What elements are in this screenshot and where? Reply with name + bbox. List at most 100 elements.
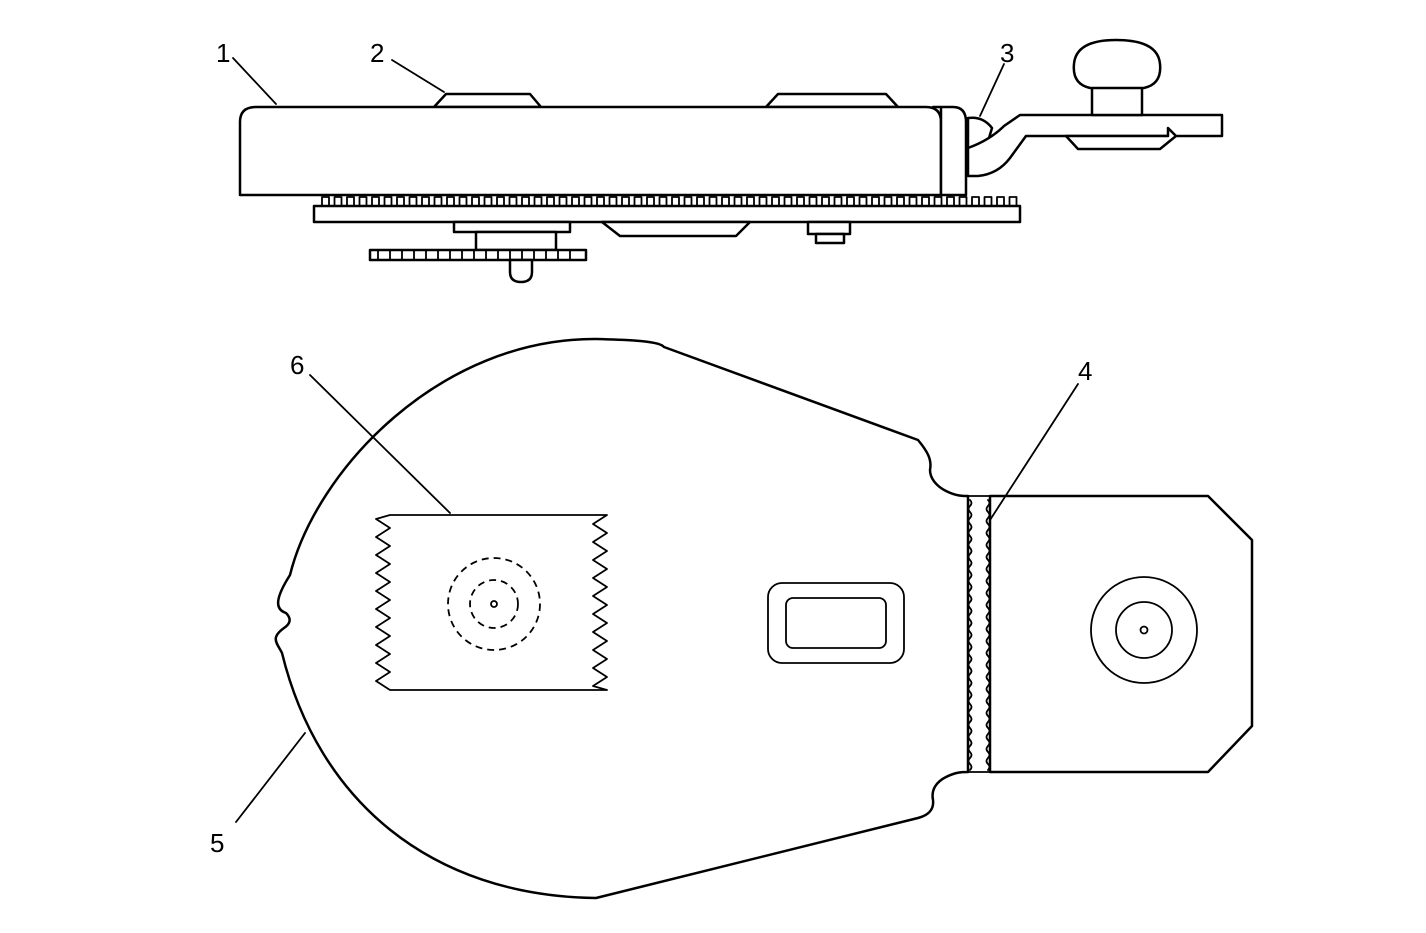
gear-tooth: [546, 196, 555, 207]
gear-tooth: [946, 196, 955, 207]
gear-tooth: [908, 196, 918, 207]
gear-tooth: [846, 196, 855, 207]
gear-tooth: [421, 196, 430, 207]
gear-tooth: [983, 196, 993, 207]
gear-tooth: [471, 196, 480, 207]
gear-tooth: [933, 196, 943, 207]
gear-tooth: [996, 196, 1005, 207]
gear-tooth: [596, 196, 605, 207]
gear-tooth: [633, 196, 643, 207]
gear-tooth: [821, 196, 830, 207]
shaft-center-dot: [490, 600, 498, 608]
leader-line-1: [232, 57, 277, 105]
gear-tooth: [921, 196, 930, 207]
bracket-bolt-inner-ring: [1115, 601, 1173, 659]
callout-2: 2: [370, 38, 384, 68]
leader-line-3: [979, 63, 1005, 117]
gear-tooth: [783, 196, 793, 207]
lower-gear-plate: [368, 248, 588, 262]
gear-tooth: [358, 196, 368, 207]
serrated-patch: [375, 514, 608, 691]
lower-gear-teeth: [377, 249, 571, 261]
gear-tooth: [871, 196, 880, 207]
callout-3: 3: [1000, 38, 1014, 68]
gear-tooth: [1008, 196, 1018, 207]
gear-tooth: [883, 196, 893, 207]
gear-tooth: [346, 196, 355, 207]
mounting-bracket-plate: [988, 494, 1254, 774]
gear-tooth: [396, 196, 405, 207]
gear-tooth: [696, 196, 705, 207]
gear-tooth: [608, 196, 618, 207]
small-boss-right-cap: [814, 232, 846, 245]
leader-line-5: [235, 732, 306, 823]
drive-collar: [452, 220, 572, 234]
top-pad-right: [764, 92, 900, 109]
gear-tooth: [483, 196, 493, 207]
gear-tooth: [371, 196, 380, 207]
drive-hub: [474, 230, 558, 252]
bracket-bolt-center: [1139, 625, 1149, 635]
gear-tooth: [758, 196, 768, 207]
callout-6: 6: [290, 350, 304, 380]
gear-tooth: [771, 196, 780, 207]
gear-tooth: [733, 196, 743, 207]
bracket-bolt-outer-ring: [1090, 576, 1198, 684]
gear-tooth: [808, 196, 818, 207]
gear-tooth: [571, 196, 580, 207]
gear-tooth: [321, 196, 330, 207]
gear-tooth: [958, 196, 968, 207]
gear-tooth: [721, 196, 730, 207]
hidden-shaft-inner: [469, 579, 519, 629]
gear-tooth: [971, 196, 980, 207]
gear-plate-long: [312, 204, 1022, 224]
weld-bead-left: [967, 499, 973, 771]
gear-tooth: [683, 196, 693, 207]
gear-tooth: [646, 196, 655, 207]
gear-tooth: [796, 196, 805, 207]
callout-1: 1: [216, 38, 230, 68]
small-boss-right: [806, 220, 852, 236]
gear-tooth: [858, 196, 868, 207]
plan-view: [274, 337, 1254, 900]
gear-tooth: [458, 196, 468, 207]
gear-tooth: [558, 196, 568, 207]
hidden-shaft-outer: [447, 557, 541, 651]
housing-outline: [274, 337, 970, 900]
gear-tooth: [833, 196, 843, 207]
leader-line-2: [391, 59, 445, 93]
gear-tooth: [533, 196, 543, 207]
gear-tooth: [621, 196, 630, 207]
drive-stud-tip: [508, 258, 534, 284]
bracket-weld-nub: [1064, 126, 1178, 151]
gear-tooth: [896, 196, 905, 207]
center-hub-step: [600, 220, 752, 238]
gear-tooth: [671, 196, 680, 207]
housing-body: [238, 105, 943, 197]
top-pad-left: [432, 92, 543, 109]
callout-labels: 1 2 3 4 5 6: [210, 38, 1092, 858]
gear-tooth: [508, 196, 518, 207]
gear-teeth-row: [321, 196, 1018, 207]
gear-tooth: [333, 196, 343, 207]
bolt-head: [1072, 38, 1162, 90]
callout-4: 4: [1078, 356, 1092, 386]
callout-5: 5: [210, 828, 224, 858]
gear-tooth: [583, 196, 593, 207]
leader-line-4: [989, 383, 1079, 521]
gear-tooth: [708, 196, 718, 207]
leader-lines: [232, 57, 1079, 823]
gear-tooth: [658, 196, 668, 207]
gear-tooth: [521, 196, 530, 207]
gear-tooth: [383, 196, 393, 207]
gear-tooth: [746, 196, 755, 207]
housing-flange: [931, 105, 968, 197]
access-slot-inner: [785, 597, 887, 649]
gear-tooth: [433, 196, 443, 207]
leader-line-6: [309, 374, 451, 514]
gear-tooth: [446, 196, 455, 207]
access-slot-outer: [767, 582, 905, 664]
side-view: [238, 38, 1224, 284]
gear-tooth: [408, 196, 418, 207]
